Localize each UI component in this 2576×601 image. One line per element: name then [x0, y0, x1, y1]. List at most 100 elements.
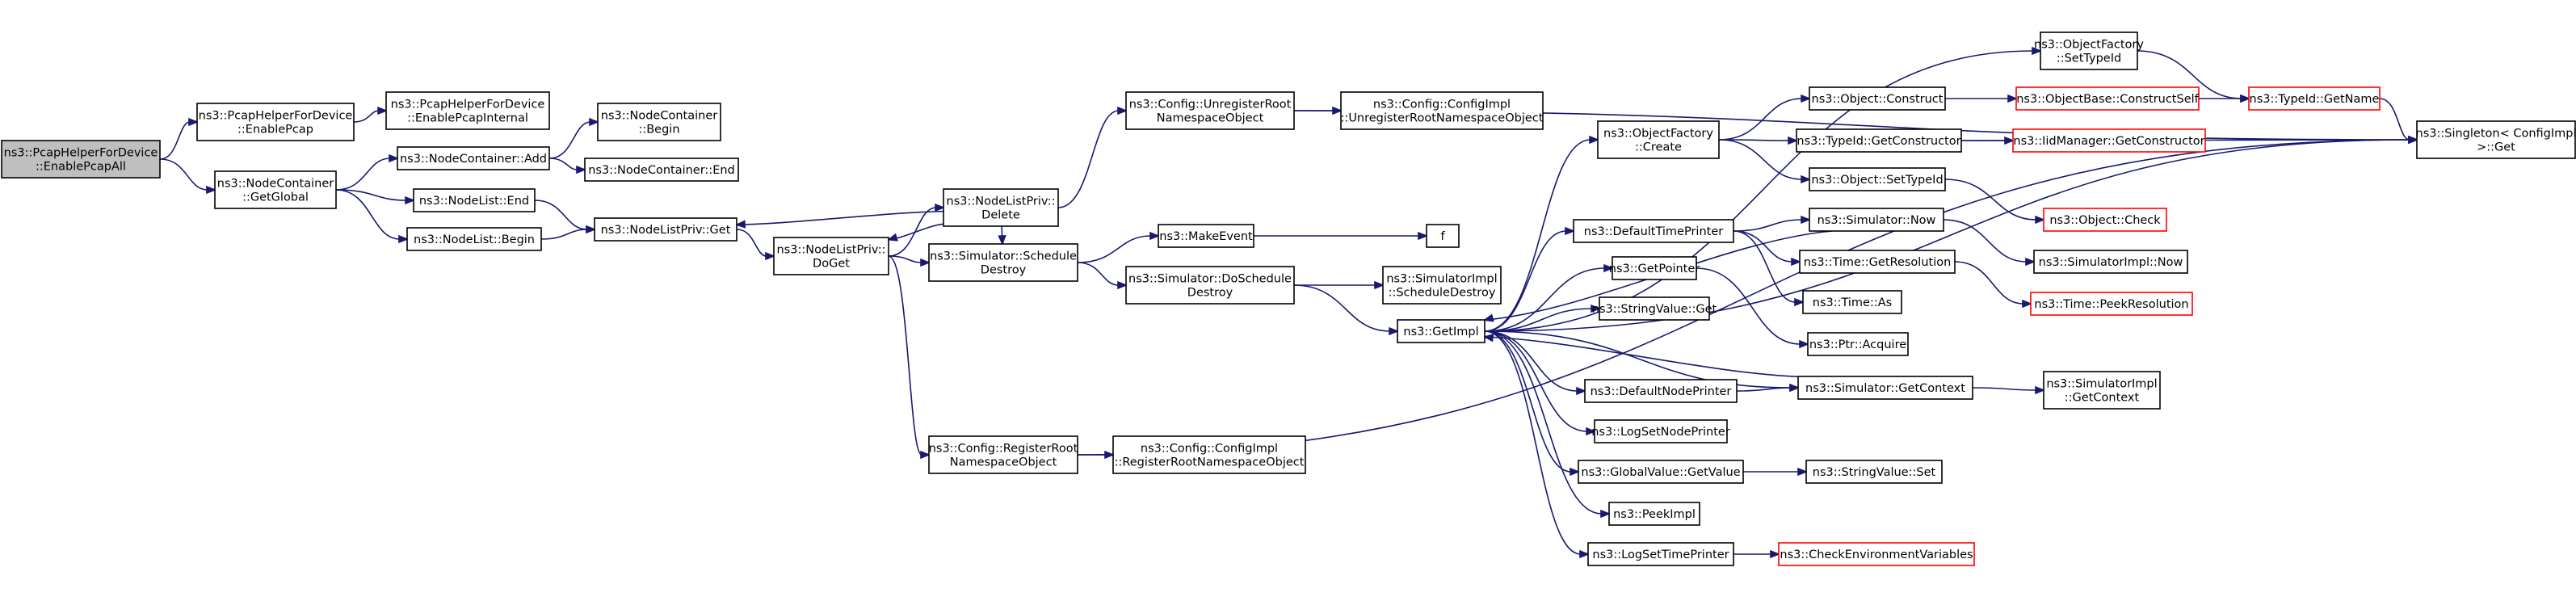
- call-edge-deftimeprinter-to-simnow: [1733, 215, 1812, 232]
- arrow-head-icon: [2035, 385, 2046, 395]
- call-edge-nlpdoget-to-regroot: [888, 255, 931, 460]
- node-checkenv[interactable]: ns3::CheckEnvironmentVariables: [1778, 542, 1975, 566]
- call-edge-deftimeprinter-to-timegetres: [1733, 230, 1802, 267]
- node-label: NamespaceObject: [950, 456, 1057, 469]
- node-logsettime[interactable]: ns3::LogSetTimePrinter: [1587, 542, 1734, 566]
- node-typeidgetcons[interactable]: ns3::TypeId::GetConstructor: [1796, 128, 1962, 153]
- node-logsetnode[interactable]: ns3::LogSetNodePrinter: [1591, 419, 1730, 443]
- node-label: ns3::GetImpl: [1403, 326, 1478, 338]
- node-makeevent[interactable]: ns3::MakeEvent: [1158, 224, 1254, 248]
- node-simnow[interactable]: ns3::Simulator::Now: [1809, 208, 1944, 232]
- node-root[interactable]: ns3::PcapHelperForDevice::EnablePcapAll: [1, 140, 161, 179]
- node-objsettype[interactable]: ns3::Object::SetTypeId: [1809, 167, 1946, 191]
- node-nlpdoget[interactable]: ns3::NodeListPriv::DoGet: [773, 237, 889, 275]
- node-enablepcap[interactable]: ns3::PcapHelperForDevice::EnablePcap: [196, 103, 355, 141]
- node-nlpdelete[interactable]: ns3::NodeListPriv::Delete: [943, 188, 1059, 227]
- arrow-head-icon: [920, 258, 931, 267]
- node-simgetctx[interactable]: ns3::Simulator::GetContext: [1797, 376, 1973, 400]
- node-getpointer[interactable]: ns3::GetPointer: [1609, 256, 1700, 280]
- node-unregroot[interactable]: ns3::Config::UnregisterRootNamespaceObje…: [1125, 91, 1295, 130]
- arrow-head-icon: [1374, 280, 1385, 290]
- node-ncend[interactable]: ns3::NodeContainer::End: [584, 158, 739, 182]
- node-defnodeprinter[interactable]: ns3::DefaultNodePrinter: [1584, 379, 1738, 403]
- node-label: ns3::Object::Check: [2049, 214, 2161, 227]
- node-timegetres[interactable]: ns3::Time::GetResolution: [1799, 250, 1956, 274]
- call-edge-ncadd-to-ncend: [548, 158, 587, 174]
- node-ncbegin[interactable]: ns3::NodeContainer::Begin: [597, 103, 721, 141]
- node-simsched[interactable]: ns3::Simulator::ScheduleDestroy: [928, 243, 1078, 282]
- node-objbaseconst[interactable]: ns3::ObjectBase::ConstructSelf: [2015, 86, 2200, 111]
- node-ptracquire[interactable]: ns3::Ptr::Acquire: [1807, 332, 1909, 356]
- node-objfactcreate[interactable]: ns3::ObjectFactory::Create: [1597, 120, 1720, 159]
- call-edge-ncglobal-to-ncadd: [335, 153, 400, 191]
- call-edge-ncadd-to-ncbegin: [548, 117, 600, 159]
- node-box: [1599, 296, 1710, 321]
- node-box: [1125, 91, 1295, 130]
- node-box: [1340, 91, 1544, 130]
- node-label: ns3::Simulator::Schedule: [930, 250, 1077, 263]
- node-simimplnow[interactable]: ns3::SimulatorImpl::Now: [2033, 250, 2188, 274]
- call-edge-ncglobal-to-nlend: [335, 189, 416, 205]
- call-edge-objfactcreate-to-objsettype: [1718, 139, 1812, 184]
- node-label: ns3::IidManager::GetConstructor: [2013, 135, 2204, 148]
- node-label: ns3::Config::RegisterRoot: [929, 443, 1078, 456]
- node-peekimpl[interactable]: ns3::PeekImpl: [1608, 502, 1700, 526]
- node-ncadd[interactable]: ns3::NodeContainer::Add: [397, 146, 550, 170]
- call-edge-getimpl-to-peekimpl: [1484, 330, 1612, 519]
- call-edge-objconstruct-to-objbaseconst: [1945, 94, 2019, 103]
- node-box: [1112, 435, 1306, 474]
- arrow-head-icon: [1799, 339, 1810, 349]
- node-objfactsettype[interactable]: ns3::ObjectFactory::SetTypeId: [2034, 32, 2144, 70]
- node-label: ns3::Time::GetResolution: [1804, 256, 1952, 269]
- node-ncglobal[interactable]: ns3::NodeContainer::GetGlobal: [214, 170, 337, 209]
- arrow-head-icon: [1117, 280, 1128, 290]
- node-timeas[interactable]: ns3::Time::As: [1802, 290, 1902, 314]
- node-label: ns3::Ptr::Acquire: [1809, 338, 1906, 351]
- node-iidgetcons[interactable]: ns3::IidManager::GetConstructor: [2012, 128, 2206, 153]
- node-cfgreg[interactable]: ns3::Config::ConfigImpl::RegisterRootNam…: [1112, 435, 1306, 474]
- node-cfgunreg[interactable]: ns3::Config::ConfigImpl::UnregisterRootN…: [1340, 91, 1544, 130]
- node-label: ns3::NodeContainer: [601, 110, 717, 123]
- node-f[interactable]: f: [1426, 224, 1460, 248]
- node-box: [1578, 460, 1744, 484]
- node-deftimeprinter[interactable]: ns3::DefaultTimePrinter: [1573, 219, 1734, 243]
- node-nlpget[interactable]: ns3::NodeListPriv::Get: [594, 217, 738, 242]
- arrow-head-icon: [377, 106, 389, 116]
- node-label: ns3::GetPointer: [1609, 263, 1700, 275]
- node-nlend[interactable]: ns3::NodeList::End: [413, 188, 536, 212]
- node-typeidgetname[interactable]: ns3::TypeId::GetName: [2248, 86, 2381, 111]
- call-edge-simdosched-to-simimplsched: [1294, 280, 1385, 290]
- node-box: [2248, 86, 2381, 111]
- arrow-head-icon: [1801, 174, 1812, 184]
- call-edge-getimpl-to-objfactcreate: [1484, 135, 1600, 332]
- node-singleton[interactable]: ns3::Singleton< ConfigImpl >::Get: [2416, 120, 2576, 159]
- node-enablepcapint[interactable]: ns3::PcapHelperForDevice::EnablePcapInte…: [385, 91, 550, 130]
- node-objcheck[interactable]: ns3::Object::Check: [2043, 208, 2167, 232]
- node-label: ::EnablePcapAll: [36, 161, 126, 174]
- node-box: [1587, 542, 1734, 566]
- node-objconstruct[interactable]: ns3::Object::Construct: [1809, 86, 1946, 111]
- node-stringset[interactable]: ns3::StringValue::Set: [1805, 460, 1943, 484]
- node-label: ns3::LogSetTimePrinter: [1592, 548, 1729, 561]
- node-box: [1796, 128, 1962, 153]
- node-label: ::GetGlobal: [242, 191, 309, 204]
- node-simimplgetctx[interactable]: ns3::SimulatorImpl::GetContext: [2043, 371, 2161, 410]
- node-timepeekres[interactable]: ns3::Time::PeekResolution: [2030, 292, 2193, 316]
- node-getimpl[interactable]: ns3::GetImpl: [1397, 319, 1486, 343]
- node-box: [2043, 371, 2161, 410]
- node-label: ns3::SimulatorImpl::Now: [2039, 256, 2183, 269]
- node-stringget[interactable]: ns3::StringValue::Get: [1592, 296, 1717, 321]
- node-label: f: [1440, 230, 1445, 243]
- node-label: ::GetContext: [2065, 392, 2140, 405]
- node-label: ns3::NodeListPriv::Get: [601, 224, 731, 237]
- node-gvgetvalue[interactable]: ns3::GlobalValue::GetValue: [1578, 460, 1744, 484]
- arrow-head-icon: [1579, 549, 1591, 559]
- node-regroot[interactable]: ns3::Config::RegisterRootNamespaceObject: [928, 435, 1078, 474]
- node-nlbegin[interactable]: ns3::NodeList::Begin: [406, 227, 542, 251]
- call-edge-getimpl-to-logsetnode: [1484, 330, 1597, 436]
- arrow-head-icon: [1770, 549, 1781, 559]
- node-simimplsched[interactable]: ns3::SimulatorImpl::ScheduleDestroy: [1382, 266, 1502, 305]
- arrow-head-icon: [920, 450, 931, 460]
- node-label: ns3::Simulator::DoSchedule: [1128, 273, 1292, 286]
